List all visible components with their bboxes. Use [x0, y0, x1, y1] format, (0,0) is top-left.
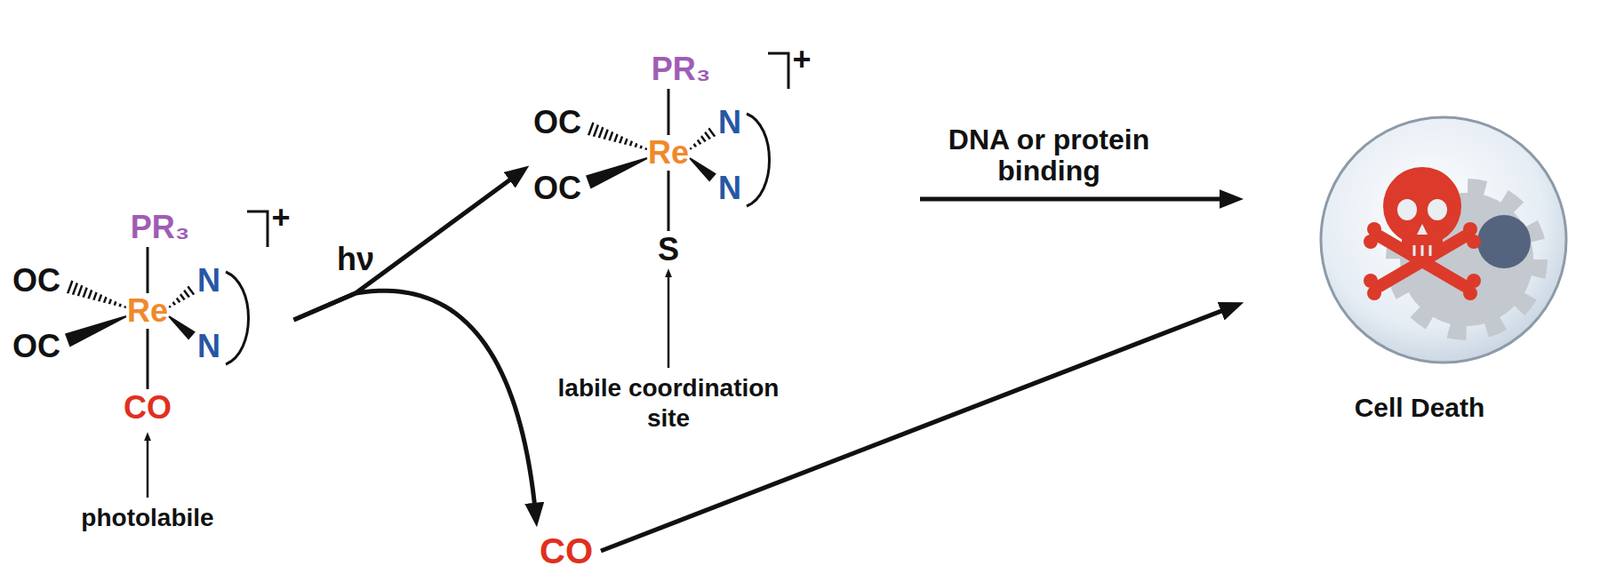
skull-eye	[1427, 199, 1448, 221]
atom-label: N	[718, 172, 742, 205]
complex-bonds	[579, 53, 789, 232]
skull-cranium	[1383, 167, 1462, 246]
bone-end	[1363, 234, 1378, 249]
atom-label: N	[718, 106, 742, 139]
bone-end	[1367, 222, 1382, 237]
skull-jaw	[1401, 224, 1443, 256]
skull-tooth	[1421, 245, 1424, 256]
atom-label: Re	[648, 136, 689, 169]
skull-nose	[1416, 224, 1428, 235]
atom-label: Re	[127, 295, 168, 328]
reaction-arrow	[294, 290, 536, 504]
bone-end	[1363, 273, 1378, 288]
atom-label: N	[197, 330, 221, 363]
nucleus	[1477, 215, 1531, 269]
bone-end	[1463, 286, 1478, 301]
atom-label: PR₃	[651, 53, 712, 86]
bone-end	[1466, 234, 1481, 249]
atom-label: OC	[12, 264, 61, 297]
skull-eye	[1397, 199, 1417, 221]
skull-tooth	[1429, 245, 1432, 256]
cell-circle	[1320, 117, 1567, 363]
atom-label: S	[657, 233, 680, 266]
reaction-arrow	[600, 311, 1222, 552]
reaction-arrow	[294, 179, 511, 320]
released-molecule: CO	[531, 528, 601, 575]
edge-label: DNA or protein binding	[937, 124, 1160, 187]
reaction-arrow	[920, 197, 1221, 202]
skull-tooth	[1413, 245, 1416, 256]
cell-caption: Cell Death	[1244, 392, 1595, 424]
leader-arrow	[667, 277, 671, 368]
metal-complex: PR₃OCOCReNNCO+	[7, 200, 295, 434]
leader-arrow	[146, 440, 150, 498]
atom-label: OC	[533, 172, 582, 205]
atom-label: OC	[533, 106, 582, 139]
light-label: hν	[320, 241, 392, 278]
callout-label: photolabile	[54, 503, 241, 534]
cell-node: Cell Death	[1244, 111, 1595, 433]
atom-label: N	[197, 264, 221, 297]
bone-end	[1463, 222, 1478, 237]
connector-group	[294, 179, 1223, 552]
callout-label: labile coordination site	[539, 373, 798, 433]
cell-illustration	[1320, 117, 1567, 363]
charge-sign: +	[271, 201, 290, 234]
atom-label: PR₃	[130, 211, 191, 244]
atom-label: OC	[12, 330, 61, 363]
metal-complex: PR₃OCOCReNNS+	[529, 40, 920, 274]
charge-sign: +	[792, 43, 811, 76]
bone-end	[1466, 273, 1481, 288]
molecule-label: CO	[538, 530, 594, 572]
complex-bonds	[58, 211, 268, 390]
atom-label: CO	[123, 392, 172, 424]
bone-end	[1367, 286, 1382, 301]
